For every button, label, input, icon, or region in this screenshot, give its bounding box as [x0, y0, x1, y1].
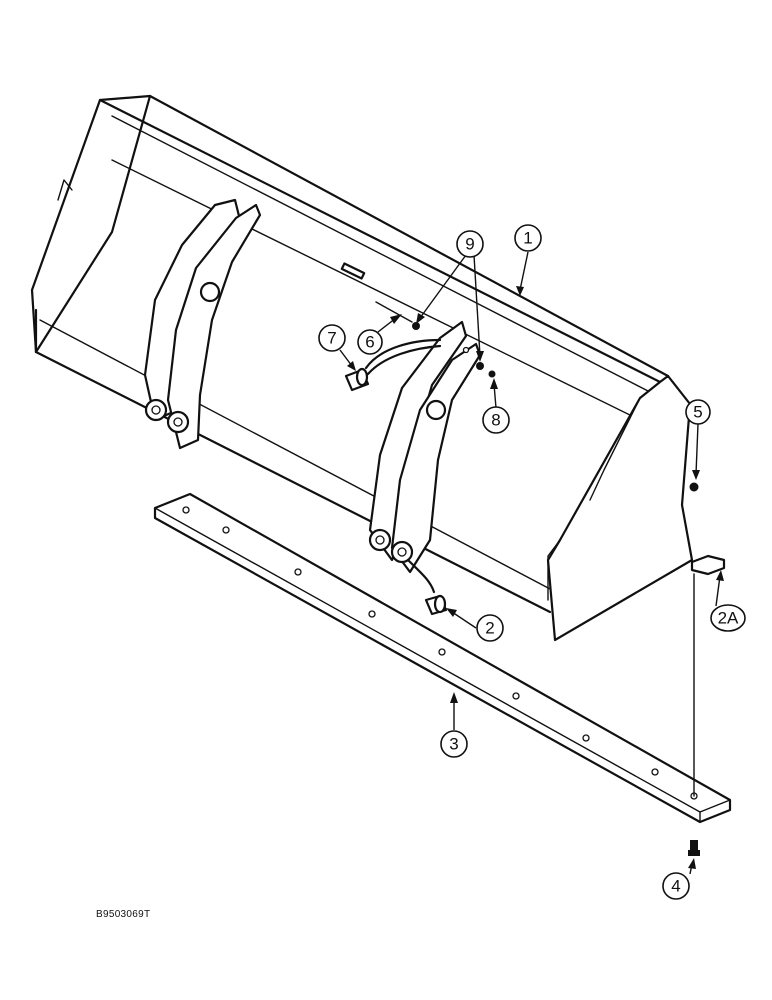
callout-5: 5 — [685, 399, 711, 425]
callout-5-label: 5 — [693, 403, 702, 422]
callout-4: 4 — [662, 872, 690, 900]
bucket — [30, 94, 694, 642]
callout-4-label: 4 — [671, 877, 680, 896]
bushing-2 — [406, 558, 448, 616]
callout-9-label: 9 — [465, 235, 474, 254]
callout-2a: 2A — [710, 604, 746, 632]
figure-id: B9503069T — [96, 909, 151, 920]
callout-9: 9 — [456, 230, 484, 258]
callout-6: 6 — [357, 329, 383, 355]
wear-strip-2a — [690, 554, 726, 576]
hardware-fittings — [375, 301, 496, 378]
bolt-4 — [688, 840, 700, 856]
callout-3: 3 — [440, 730, 468, 758]
callout-2a-label: 2A — [718, 609, 739, 628]
callout-8-label: 8 — [491, 411, 500, 430]
callout-8: 8 — [482, 406, 510, 434]
callout-1-label: 1 — [523, 229, 532, 248]
leader-lines — [339, 251, 724, 875]
callout-1: 1 — [514, 224, 542, 252]
callout-7-label: 7 — [327, 329, 336, 348]
nut-5 — [689, 482, 699, 492]
callout-2-label: 2 — [485, 619, 494, 638]
callout-7: 7 — [318, 324, 346, 352]
callout-6-label: 6 — [365, 333, 374, 352]
cutting-edge — [153, 492, 732, 824]
bushing-7 — [344, 338, 442, 392]
callout-2: 2 — [476, 614, 504, 642]
callout-3-label: 3 — [449, 735, 458, 754]
